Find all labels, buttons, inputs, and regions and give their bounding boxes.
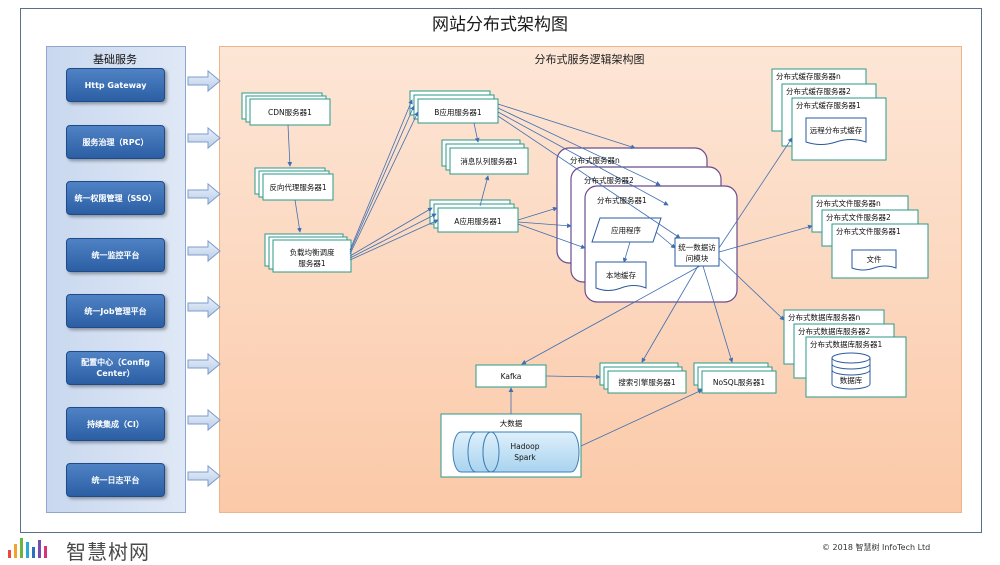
remote-cache-label: 远程分布式缓存: [810, 125, 863, 135]
dist-2-label: 分布式服务器2: [584, 175, 634, 185]
message-queue-node: [441, 139, 529, 175]
hadoop-spark-cylinders-icon: [452, 431, 580, 473]
cache-server-stack: [771, 68, 887, 161]
block-arrow-icon: [187, 69, 221, 93]
block-arrow-icon: [187, 352, 221, 376]
search-engine-node: [599, 362, 687, 394]
cdn-server-node: [241, 92, 331, 126]
cache-n-label: 分布式缓存服务器n: [776, 71, 841, 81]
connectors: [287, 99, 813, 447]
a-app-label: A应用服务器1: [454, 216, 502, 226]
a-app-server-node: [429, 199, 519, 233]
b-app-label: B应用服务器1: [434, 107, 482, 117]
app-program-label: 应用程序: [611, 225, 641, 235]
block-arrow-icon: [187, 295, 221, 319]
dist-1-label: 分布式服务器1: [597, 195, 647, 205]
data-access-shape: [674, 237, 720, 267]
copyright-text: © 2018 智慧树 InfoTech Ltd: [822, 543, 931, 552]
file-server-stack: [811, 195, 929, 279]
nosql-label: NoSQL服务器1: [713, 377, 766, 387]
cache-1-label: 分布式缓存服务器1: [796, 100, 861, 110]
remote-cache-shape: [805, 117, 867, 145]
cdn-label: CDN服务器1: [268, 107, 312, 117]
log-platform-button[interactable]: 统一日志平台: [66, 463, 165, 497]
job-platform-button[interactable]: 统一Job管理平台: [66, 294, 165, 328]
hadoop-label: Hadoop: [511, 442, 540, 451]
block-arrow-icon: [187, 464, 221, 488]
db-label: 数据库: [840, 375, 863, 385]
db-2-label: 分布式数据库服务器2: [798, 326, 870, 336]
dist-n-label: 分布式服务器n: [570, 155, 620, 165]
logic-architecture-title: 分布式服务逻辑架构图: [534, 53, 645, 66]
brand-name: 智慧树网: [66, 540, 150, 564]
service-arrows: [187, 69, 221, 488]
block-arrow-icon: [187, 126, 221, 150]
app-program-shape: [591, 217, 662, 243]
reverse-proxy-node: [254, 167, 334, 201]
config-center-button[interactable]: 配置中心（Config Center）: [66, 351, 165, 385]
spark-label: Spark: [514, 453, 536, 462]
block-arrow-icon: [187, 182, 221, 206]
brand-logo-icon: [8, 538, 47, 558]
ci-button[interactable]: 持续集成（CI）: [66, 407, 165, 441]
block-arrow-icon: [187, 408, 221, 432]
lb-label-1: 负载均衡调度: [290, 247, 335, 257]
lb-label-2: 服务器1: [298, 258, 325, 268]
mq-label: 消息队列服务器1: [460, 156, 517, 166]
db-1-label: 分布式数据库服务器1: [810, 339, 882, 349]
file-2-label: 分布式文件服务器2: [826, 212, 891, 222]
sso-button[interactable]: 统一权限管理（SSO）: [66, 181, 165, 215]
bigdata-label: 大数据: [500, 418, 523, 428]
file-shape: [851, 249, 897, 271]
local-cache-label: 本地缓存: [606, 270, 636, 280]
file-label: 文件: [867, 254, 882, 264]
database-cylinder-icon: [831, 352, 871, 390]
basic-services-title: 基础服务: [93, 53, 137, 66]
database-server-stack: [783, 309, 907, 398]
search-label: 搜索引擎服务器1: [618, 377, 675, 387]
db-n-label: 分布式数据库服务器n: [788, 312, 860, 322]
nosql-node: [693, 362, 777, 394]
local-cache-shape: [595, 261, 647, 291]
cache-2-label: 分布式缓存服务器2: [786, 86, 851, 96]
monitor-platform-button[interactable]: 统一监控平台: [66, 238, 165, 272]
data-access-label-2: 问模块: [686, 253, 709, 263]
http-gateway-button[interactable]: Http Gateway: [66, 68, 165, 102]
load-balancer-node: [264, 233, 352, 273]
data-access-label-1: 统一数据访: [678, 242, 716, 252]
rpc-governance-button[interactable]: 服务治理（RPC）: [66, 125, 165, 159]
file-1-label: 分布式文件服务器1: [836, 226, 901, 236]
b-app-server-node: [409, 90, 499, 124]
proxy-label: 反向代理服务器1: [269, 182, 326, 192]
kafka-label: Kafka: [501, 372, 522, 381]
page-title: 网站分布式架构图: [432, 15, 568, 35]
block-arrow-icon: [187, 239, 221, 263]
file-n-label: 分布式文件服务器n: [816, 198, 881, 208]
